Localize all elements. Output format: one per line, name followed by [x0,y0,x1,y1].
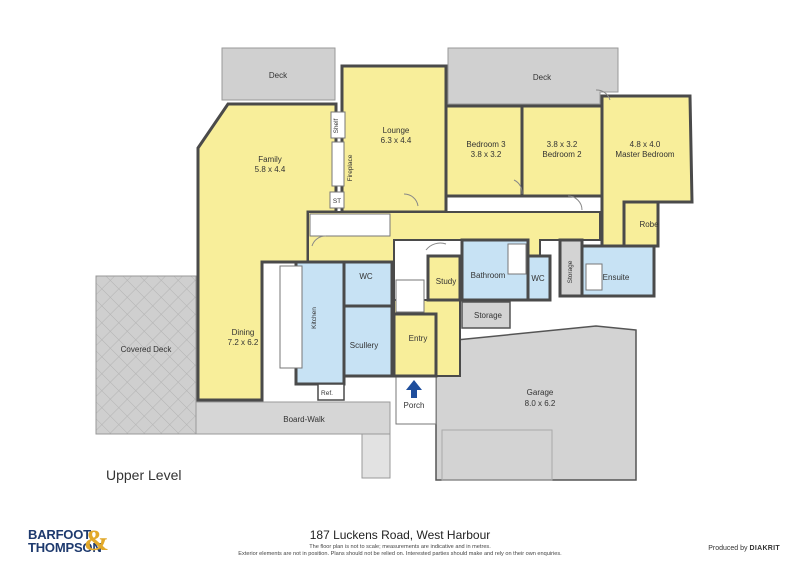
deck-left-shape [221,47,336,101]
garage-door-shape [441,429,553,481]
master-dimensions: 4.8 x 4.0 [630,140,661,149]
boardwalk-label: Board-Walk [283,415,325,424]
wc-right-shape [526,254,552,302]
stairs-shape [361,433,391,479]
ref-shape [317,383,345,401]
garage-shape [435,325,637,481]
storage-hall-shape [461,301,511,329]
bedroom2-label: Bedroom 2 [542,150,582,159]
covered-deck-shape [95,275,197,435]
dining-dimensions: 7.2 x 6.2 [228,338,259,347]
lounge-label: Lounge [383,126,410,135]
barfoot-thompson-logo: BARFOOT THOMPSON [28,528,102,554]
wc-left-label: WC [359,272,373,281]
kitchen-shape [294,260,346,386]
covered-deck-label: Covered Deck [121,345,173,354]
master-label: Master Bedroom [615,150,674,159]
st-unit [329,191,345,209]
produced-by-text: Produced by [708,545,748,552]
entry-stairs [395,279,425,313]
bedroom2-dimensions: 3.8 x 3.2 [547,140,578,149]
property-address: 187 Luckens Road, West Harbour [309,528,491,542]
bedroom3-label: Bedroom 3 [466,140,506,149]
family-label: Family [258,155,282,164]
entry-arrow-icon [406,380,422,398]
porch-label: Porch [404,401,425,410]
kitchen-island [279,265,303,369]
exterior-areas [95,47,637,481]
robe-shape [622,200,660,248]
fireplace-unit [331,141,345,187]
bathroom-label: Bathroom [471,271,506,280]
shower [585,263,603,291]
dining-label: Dining [232,328,255,337]
deck-right-shape [447,47,619,105]
garage-label: Garage [527,388,554,397]
logo-line-1: BARFOOT [28,527,91,542]
deck-right-label: Deck [533,73,552,82]
shelf-label: Shelf [333,118,340,133]
wc-right-label: WC [531,274,545,283]
entry-shape [392,312,438,378]
wc-left-shape [342,260,394,308]
family-dimensions: 5.8 x 4.4 [255,165,286,174]
disclaimer-line-2: Exterior elements are not in position. P… [238,551,562,557]
deck-left-label: Deck [269,71,288,80]
logo-line-2: THOMPSON [28,540,102,555]
disclaimer-line-1: The floor plan is not to scale; measurem… [309,544,491,550]
ensuite-label: Ensuite [603,273,630,282]
storage-hall-label: Storage [474,311,503,320]
door-swings [311,89,611,251]
robe-label: Robe [639,220,659,229]
logo-ampersand: & [84,524,109,557]
stair-block [309,213,391,237]
study-label: Study [436,277,456,286]
level-title: Upper Level [106,467,182,483]
scullery-label: Scullery [350,341,378,350]
diakrit-logo: DIAKRIT [749,545,780,552]
ref-label: Ref. [321,390,333,397]
lounge-dimensions: 6.3 x 4.4 [381,136,412,145]
entry-label: Entry [409,334,428,343]
shelf-unit [330,111,346,139]
bedroom3-dimensions: 3.8 x 3.2 [471,150,502,159]
fireplace-label: Fireplace [347,154,354,181]
kitchen-label: Kitchen [311,307,318,329]
storage-right-label: Storage [567,260,574,283]
fixtures [279,111,603,369]
room-labels: Deck Deck Family 5.8 x 4.4 Lounge 6.3 x … [121,71,675,424]
scullery-shape [342,304,394,378]
garage-dimensions: 8.0 x 6.2 [525,399,556,408]
st-label: ST [333,198,341,205]
produced-by: Produced by DIAKRIT [708,545,780,552]
study-shape [426,254,462,302]
bath-tub [507,243,527,275]
